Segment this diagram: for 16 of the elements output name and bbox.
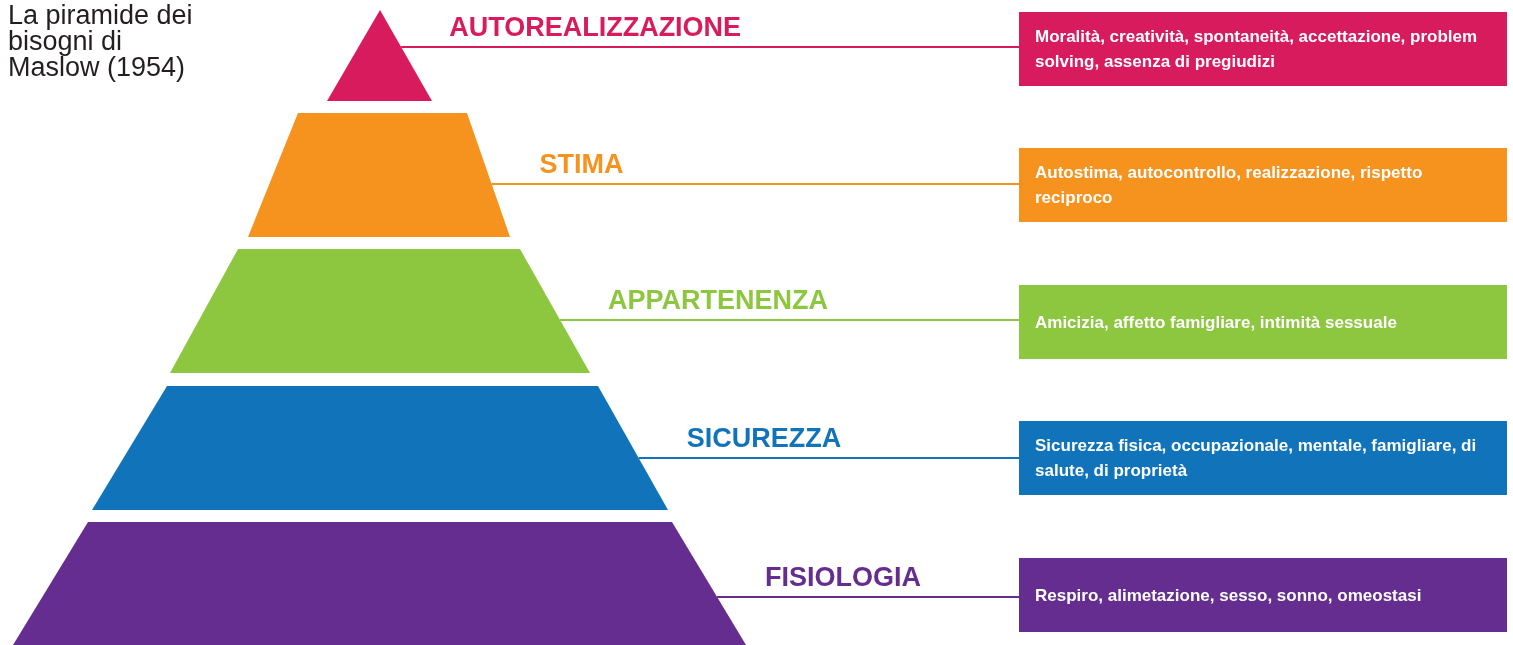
connector-line: [637, 457, 1020, 459]
description-box: Amicizia, affetto famigliare, intimità sessuale: [1019, 285, 1507, 359]
level-label: STIMA: [539, 149, 624, 179]
description-box: Respiro, alimetazione, sesso, sonno, omeostasi: [1019, 558, 1507, 632]
connector-line: [716, 596, 1020, 598]
level-label: FISIOLOGIA: [765, 562, 922, 592]
description-box: Moralità, creatività, spontaneità, accettazione, problem solving, assenza di pregiudizi: [1019, 12, 1507, 86]
level-label: AUTOREALIZZAZIONE: [449, 12, 742, 42]
connector-line: [490, 183, 1020, 185]
connector-line: [559, 319, 1020, 321]
description-box: Sicurezza fisica, occupazionale, mentale, famigliare, di salute, di proprietà: [1019, 421, 1507, 495]
level-label: SICUREZZA: [686, 423, 842, 453]
title: La piramide dei bisogni di Maslow (1954): [8, 2, 194, 80]
connector-line: [400, 46, 1020, 48]
level-label: APPARTENENZA: [608, 285, 829, 315]
description-box: Autostima, autocontrollo, realizzazione, rispetto reciproco: [1019, 148, 1507, 222]
